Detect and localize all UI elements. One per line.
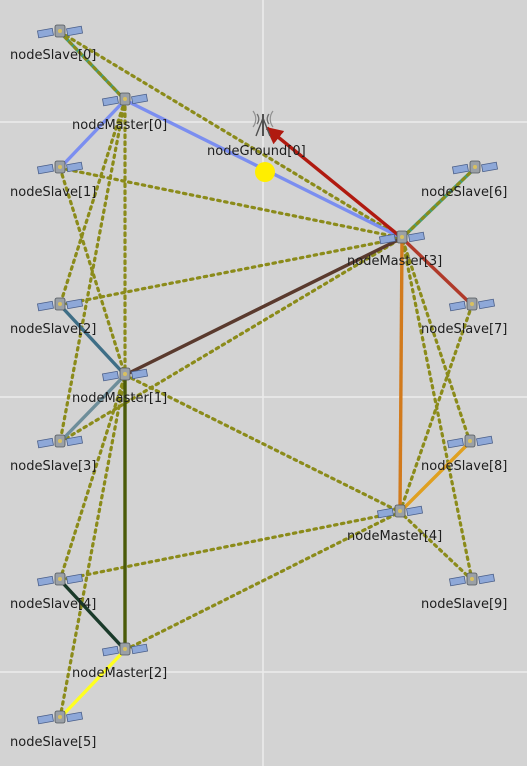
dotted-link-nodeSlave4-nodeMaster1 (58, 373, 127, 582)
node-label-nodeSlave0: nodeSlave[0] (10, 48, 96, 63)
node-label-nodeSlave4: nodeSlave[4] (10, 597, 96, 612)
link-nodeMaster1-nodeMaster3 (124, 236, 403, 377)
link-nodeMaster4-nodeSlave8 (398, 440, 472, 514)
link-overlay-nodeSlave0-nodeMaster0 (58, 30, 127, 102)
nodes[interactable] (37, 24, 498, 725)
node-label-nodeSlave1: nodeSlave[1] (10, 185, 96, 200)
link-nodeSlave4-nodeMaster2 (58, 578, 127, 652)
dotted-link-nodeSlave9-nodeMaster4 (398, 510, 474, 582)
dotted-link-nodeSlave2-nodeMaster3 (58, 236, 404, 307)
satellite-icon[interactable] (447, 434, 493, 449)
node-label-nodeSlave8: nodeSlave[8] (421, 459, 507, 474)
dotted-link-nodeSlave9-nodeMaster3 (400, 236, 474, 582)
dotted-link-nodeSlave1-nodeMaster3 (58, 166, 404, 240)
satellite-icon[interactable] (449, 572, 495, 587)
link-nodeMaster3-nodeMaster4 (398, 237, 404, 513)
node-label-nodeSlave9: nodeSlave[9] (421, 597, 507, 612)
satellite-icon[interactable] (379, 230, 425, 245)
link-nodeSlave2-nodeMaster1 (58, 303, 127, 377)
dotted-link-nodeMaster2-nodeMaster4 (123, 510, 402, 652)
satellite-icon[interactable] (452, 160, 498, 175)
satellite-icon[interactable] (37, 710, 83, 725)
node-label-nodeSlave7: nodeSlave[7] (421, 322, 507, 337)
node-label-nodeGround0: nodeGround[0] (207, 144, 306, 159)
satellite-icon[interactable] (449, 297, 495, 312)
satellite-icon[interactable] (37, 297, 83, 312)
dotted-link-nodeSlave1-nodeMaster1 (58, 166, 127, 377)
satellite-icon[interactable] (37, 160, 83, 175)
satellite-icon[interactable] (102, 642, 148, 657)
satellite-icon[interactable] (37, 572, 83, 587)
link-overlay-nodeMaster3-nodeSlave6 (400, 166, 477, 240)
dotted-link-nodeSlave7-nodeMaster4 (398, 303, 474, 514)
dotted-link-nodeSlave4-nodeMaster4 (58, 510, 402, 582)
node-label-nodeMaster0: nodeMaster[0] (72, 118, 167, 133)
node-label-nodeMaster2: nodeMaster[2] (72, 666, 167, 681)
link-nodeSlave1-nodeMaster0 (58, 98, 127, 170)
node-label-nodeSlave6: nodeSlave[6] (421, 185, 507, 200)
link-nodeSlave3-nodeMaster1 (58, 373, 127, 444)
link-nodeMaster3-nodeSlave7 (400, 236, 474, 307)
link-nodeMaster3-nodeGround0 (265, 126, 404, 240)
satellite-icon[interactable] (102, 367, 148, 382)
ground-station-icon[interactable] (252, 110, 274, 137)
dotted-link-nodeSlave5-nodeMaster1 (58, 373, 127, 720)
node-label-nodeSlave3: nodeSlave[3] (10, 459, 96, 474)
packet-marker[interactable] (255, 162, 275, 182)
satellite-icon[interactable] (102, 92, 148, 107)
node-labels: nodeSlave[0] nodeMaster[0] nodeSlave[1] nod… (10, 48, 507, 750)
dotted-link-nodeSlave3-nodeMaster3 (58, 236, 404, 444)
node-label-nodeMaster3: nodeMaster[3] (347, 254, 442, 269)
node-label-nodeMaster4: nodeMaster[4] (347, 529, 442, 544)
dotted-link-nodeSlave8-nodeMaster3 (400, 236, 472, 444)
dotted-link-nodeMaster0-nodeSlave2 (58, 98, 127, 307)
satellite-icon[interactable] (37, 434, 83, 449)
dotted-link-nodeSlave0-nodeMaster3 (58, 30, 404, 240)
dotted-links (58, 30, 474, 720)
node-label-nodeSlave5: nodeSlave[5] (10, 735, 96, 750)
dotted-link-nodeMaster1-nodeMaster4 (123, 373, 402, 514)
satellite-icon[interactable] (37, 24, 83, 39)
link-nodeMaster2-nodeSlave5 (58, 648, 127, 720)
satellite-icon[interactable] (377, 504, 423, 519)
node-label-nodeSlave2: nodeSlave[2] (10, 322, 96, 337)
node-label-nodeMaster1: nodeMaster[1] (72, 391, 167, 406)
